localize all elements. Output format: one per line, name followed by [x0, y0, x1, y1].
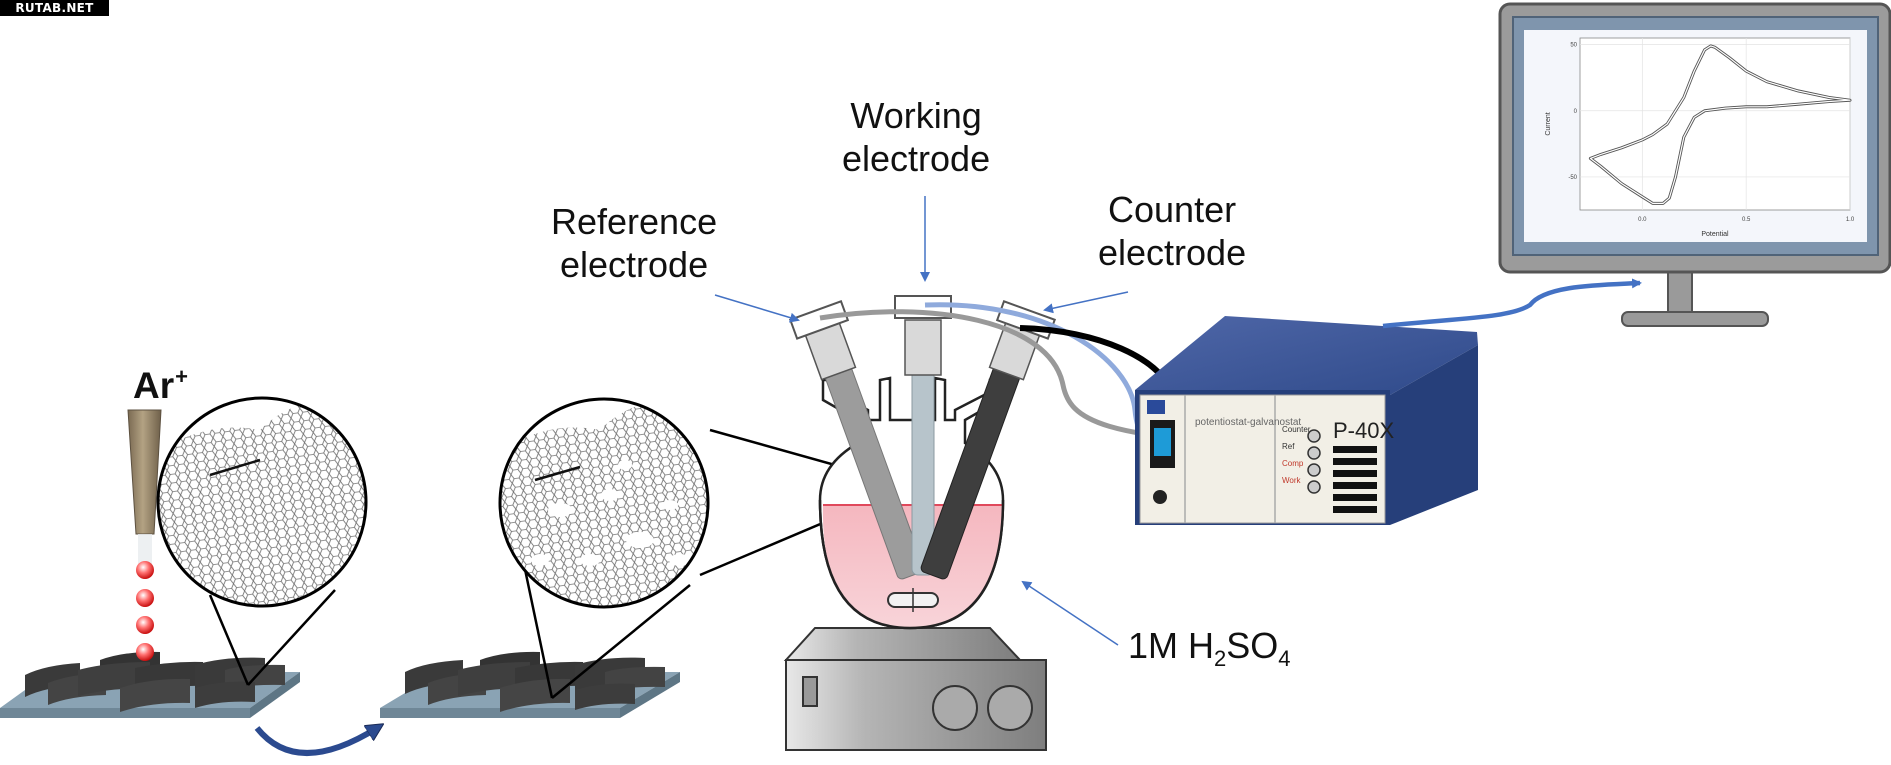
bnc-port-comp	[1307, 463, 1321, 477]
vent-slot	[1333, 494, 1377, 501]
x-axis-label: Potential	[1701, 231, 1729, 238]
working-electrode-label-line1: Working	[850, 95, 982, 136]
working-electrode-label: Working electrode	[842, 94, 990, 180]
reference-electrode-label: Reference electrode	[551, 200, 717, 286]
data-cable	[1382, 278, 1642, 329]
stirrer-hotplate	[783, 627, 1047, 751]
reference-electrode-label-line1: Reference	[551, 201, 718, 242]
y-tick-label: 50	[1570, 43, 1577, 49]
bnc-port-counter	[1307, 429, 1321, 443]
electrolyte-prefix: 1M H	[1128, 625, 1215, 666]
counter-electrode-pointer	[1043, 291, 1129, 314]
x-tick-label: 1.0	[1846, 217, 1855, 223]
graphene-flakes-2	[405, 651, 665, 712]
ion-charge: +	[175, 364, 188, 389]
vent-slot	[1333, 446, 1377, 453]
port-label-work: Work	[1282, 476, 1302, 485]
bnc-port-ref	[1307, 446, 1321, 460]
port-label-comp: Comp	[1282, 459, 1304, 468]
argon-ion	[136, 616, 154, 634]
watermark: RUTAB.NET	[0, 0, 109, 16]
potentiostat-model-label: P-40X	[1333, 418, 1394, 443]
electrolyte-pointer	[1021, 580, 1119, 646]
vent-slot	[1333, 458, 1377, 465]
vent-slot	[1333, 506, 1377, 513]
counter-electrode-label-line2: electrode	[1098, 232, 1247, 273]
y-axis-label: Current	[1545, 112, 1552, 135]
magnifier-pristine-graphene	[156, 396, 368, 686]
port-label-counter: Counter	[1282, 425, 1311, 434]
potentiostat-panel-title: potentiostat-galvanostat	[1195, 417, 1301, 428]
ion-symbol: Ar	[133, 365, 175, 406]
ion-gun	[127, 409, 162, 564]
bnc-port-work	[1307, 480, 1321, 494]
x-tick-label: 0.0	[1638, 217, 1647, 223]
argon-ion	[136, 561, 154, 579]
plot-area	[1579, 37, 1851, 211]
magnifier-defected-graphene	[498, 397, 911, 699]
y-tick-label: 0	[1574, 109, 1578, 115]
argon-ion	[136, 589, 154, 607]
reference-electrode-label-line2: electrode	[560, 244, 709, 285]
stir-bar	[887, 588, 939, 612]
argon-ion	[136, 643, 154, 661]
transfer-arrow	[254, 728, 377, 756]
electrolyte-sub2: 4	[1278, 646, 1291, 671]
counter-electrode-label: Counter electrode	[1098, 188, 1246, 274]
y-tick-label: -50	[1568, 175, 1577, 181]
counter-electrode-label-line1: Counter	[1108, 189, 1237, 230]
reference-electrode-pointer	[714, 294, 800, 323]
argon-ion-beam	[136, 561, 154, 661]
port-label-ref: Ref	[1282, 442, 1295, 451]
cv-curve	[1589, 45, 1851, 204]
x-tick-label: 0.5	[1742, 217, 1751, 223]
graphene-flakes-1	[25, 651, 285, 712]
reference-electrode	[788, 300, 925, 580]
vent-slot	[1333, 470, 1377, 477]
electrolyte-sub1: 2	[1214, 646, 1227, 671]
working-electrode-label-line2: electrode	[842, 138, 991, 179]
ion-beam-label: Ar+	[133, 364, 188, 407]
electrolyte-label: 1M H2SO4	[1128, 625, 1291, 672]
electrolyte-mid: SO	[1226, 625, 1279, 666]
vent-slot	[1333, 482, 1377, 489]
